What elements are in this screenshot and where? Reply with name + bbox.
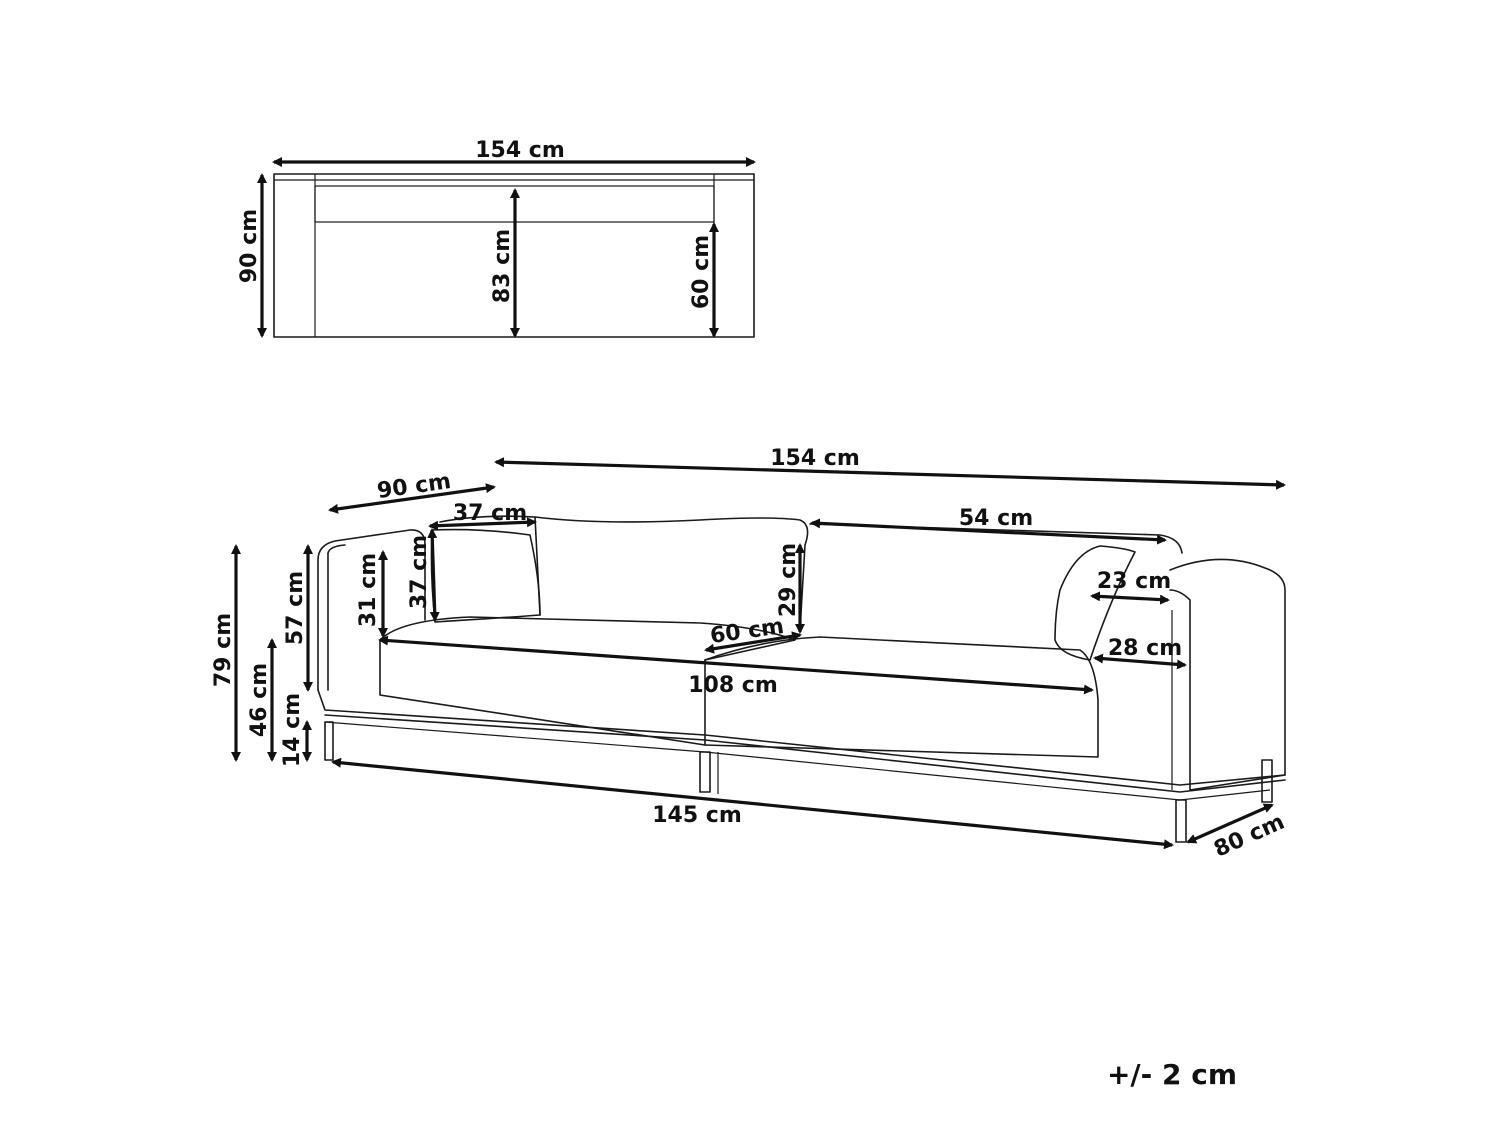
- backrest-height-label: 29 cm: [776, 543, 801, 617]
- top-depth-label: 90 cm: [237, 209, 262, 283]
- total-height-label: 79 cm: [211, 613, 236, 687]
- total-depth-label: 90 cm: [376, 469, 453, 504]
- pillow-height-arrow: [427, 528, 440, 622]
- sofa-plinth: [324, 721, 1271, 801]
- leg-height-label: 14 cm: [280, 693, 305, 767]
- right-armrest: [1169, 558, 1286, 791]
- base-width-arrow: [331, 757, 1174, 850]
- center-back-cushion: [534, 516, 809, 631]
- top-view: 154 cm 90 cm 83 cm 60 cm: [237, 138, 756, 338]
- base-depth-label: 80 cm: [1210, 810, 1288, 863]
- total-depth-arrow: [328, 483, 496, 514]
- base-depth-arrow: [1186, 803, 1274, 844]
- base-width-label: 145 cm: [652, 803, 742, 828]
- leg-front-left: [324, 721, 334, 761]
- top-inner-depth-label: 60 cm: [689, 235, 714, 309]
- leg-front-right: [1175, 799, 1187, 843]
- leg-back-right: [1261, 759, 1273, 803]
- top-seat-depth-label: 83 cm: [490, 229, 515, 303]
- left-armrest-front: [327, 544, 346, 691]
- total-width-label: 154 cm: [770, 446, 860, 471]
- sofa-base-front: [317, 689, 1286, 786]
- armrest-depth-arrow: [1093, 653, 1187, 670]
- back-height-label: 57 cm: [283, 571, 308, 645]
- top-width-label: 154 cm: [475, 138, 565, 163]
- pillow-width-arrow: [428, 517, 537, 531]
- seat-height-label: 46 cm: [247, 663, 272, 737]
- backrest-width-arrow: [810, 518, 1167, 545]
- seat-width-label: 108 cm: [688, 673, 778, 698]
- left-armrest: [317, 529, 426, 691]
- armrest-width-label: 23 cm: [1097, 569, 1171, 594]
- armrest-height-label: 31 cm: [356, 553, 381, 627]
- backrest-width-label: 54 cm: [959, 506, 1033, 531]
- leg-front-middle: [699, 751, 711, 793]
- armrest-width-arrow: [1090, 591, 1170, 605]
- pillow-height-label: 37 cm: [407, 535, 432, 609]
- front-view: 154 cm 90 cm 37 cm 37 cm 54 cm 29 cm 23 …: [211, 446, 1288, 863]
- total-width-arrow: [494, 457, 1286, 490]
- pillow-width-label: 37 cm: [453, 501, 527, 526]
- tolerance-note: +/- 2 cm: [1107, 1058, 1237, 1091]
- left-pillow: [430, 528, 541, 623]
- seat-width-arrow: [378, 635, 1094, 695]
- armrest-depth-label: 28 cm: [1108, 636, 1182, 661]
